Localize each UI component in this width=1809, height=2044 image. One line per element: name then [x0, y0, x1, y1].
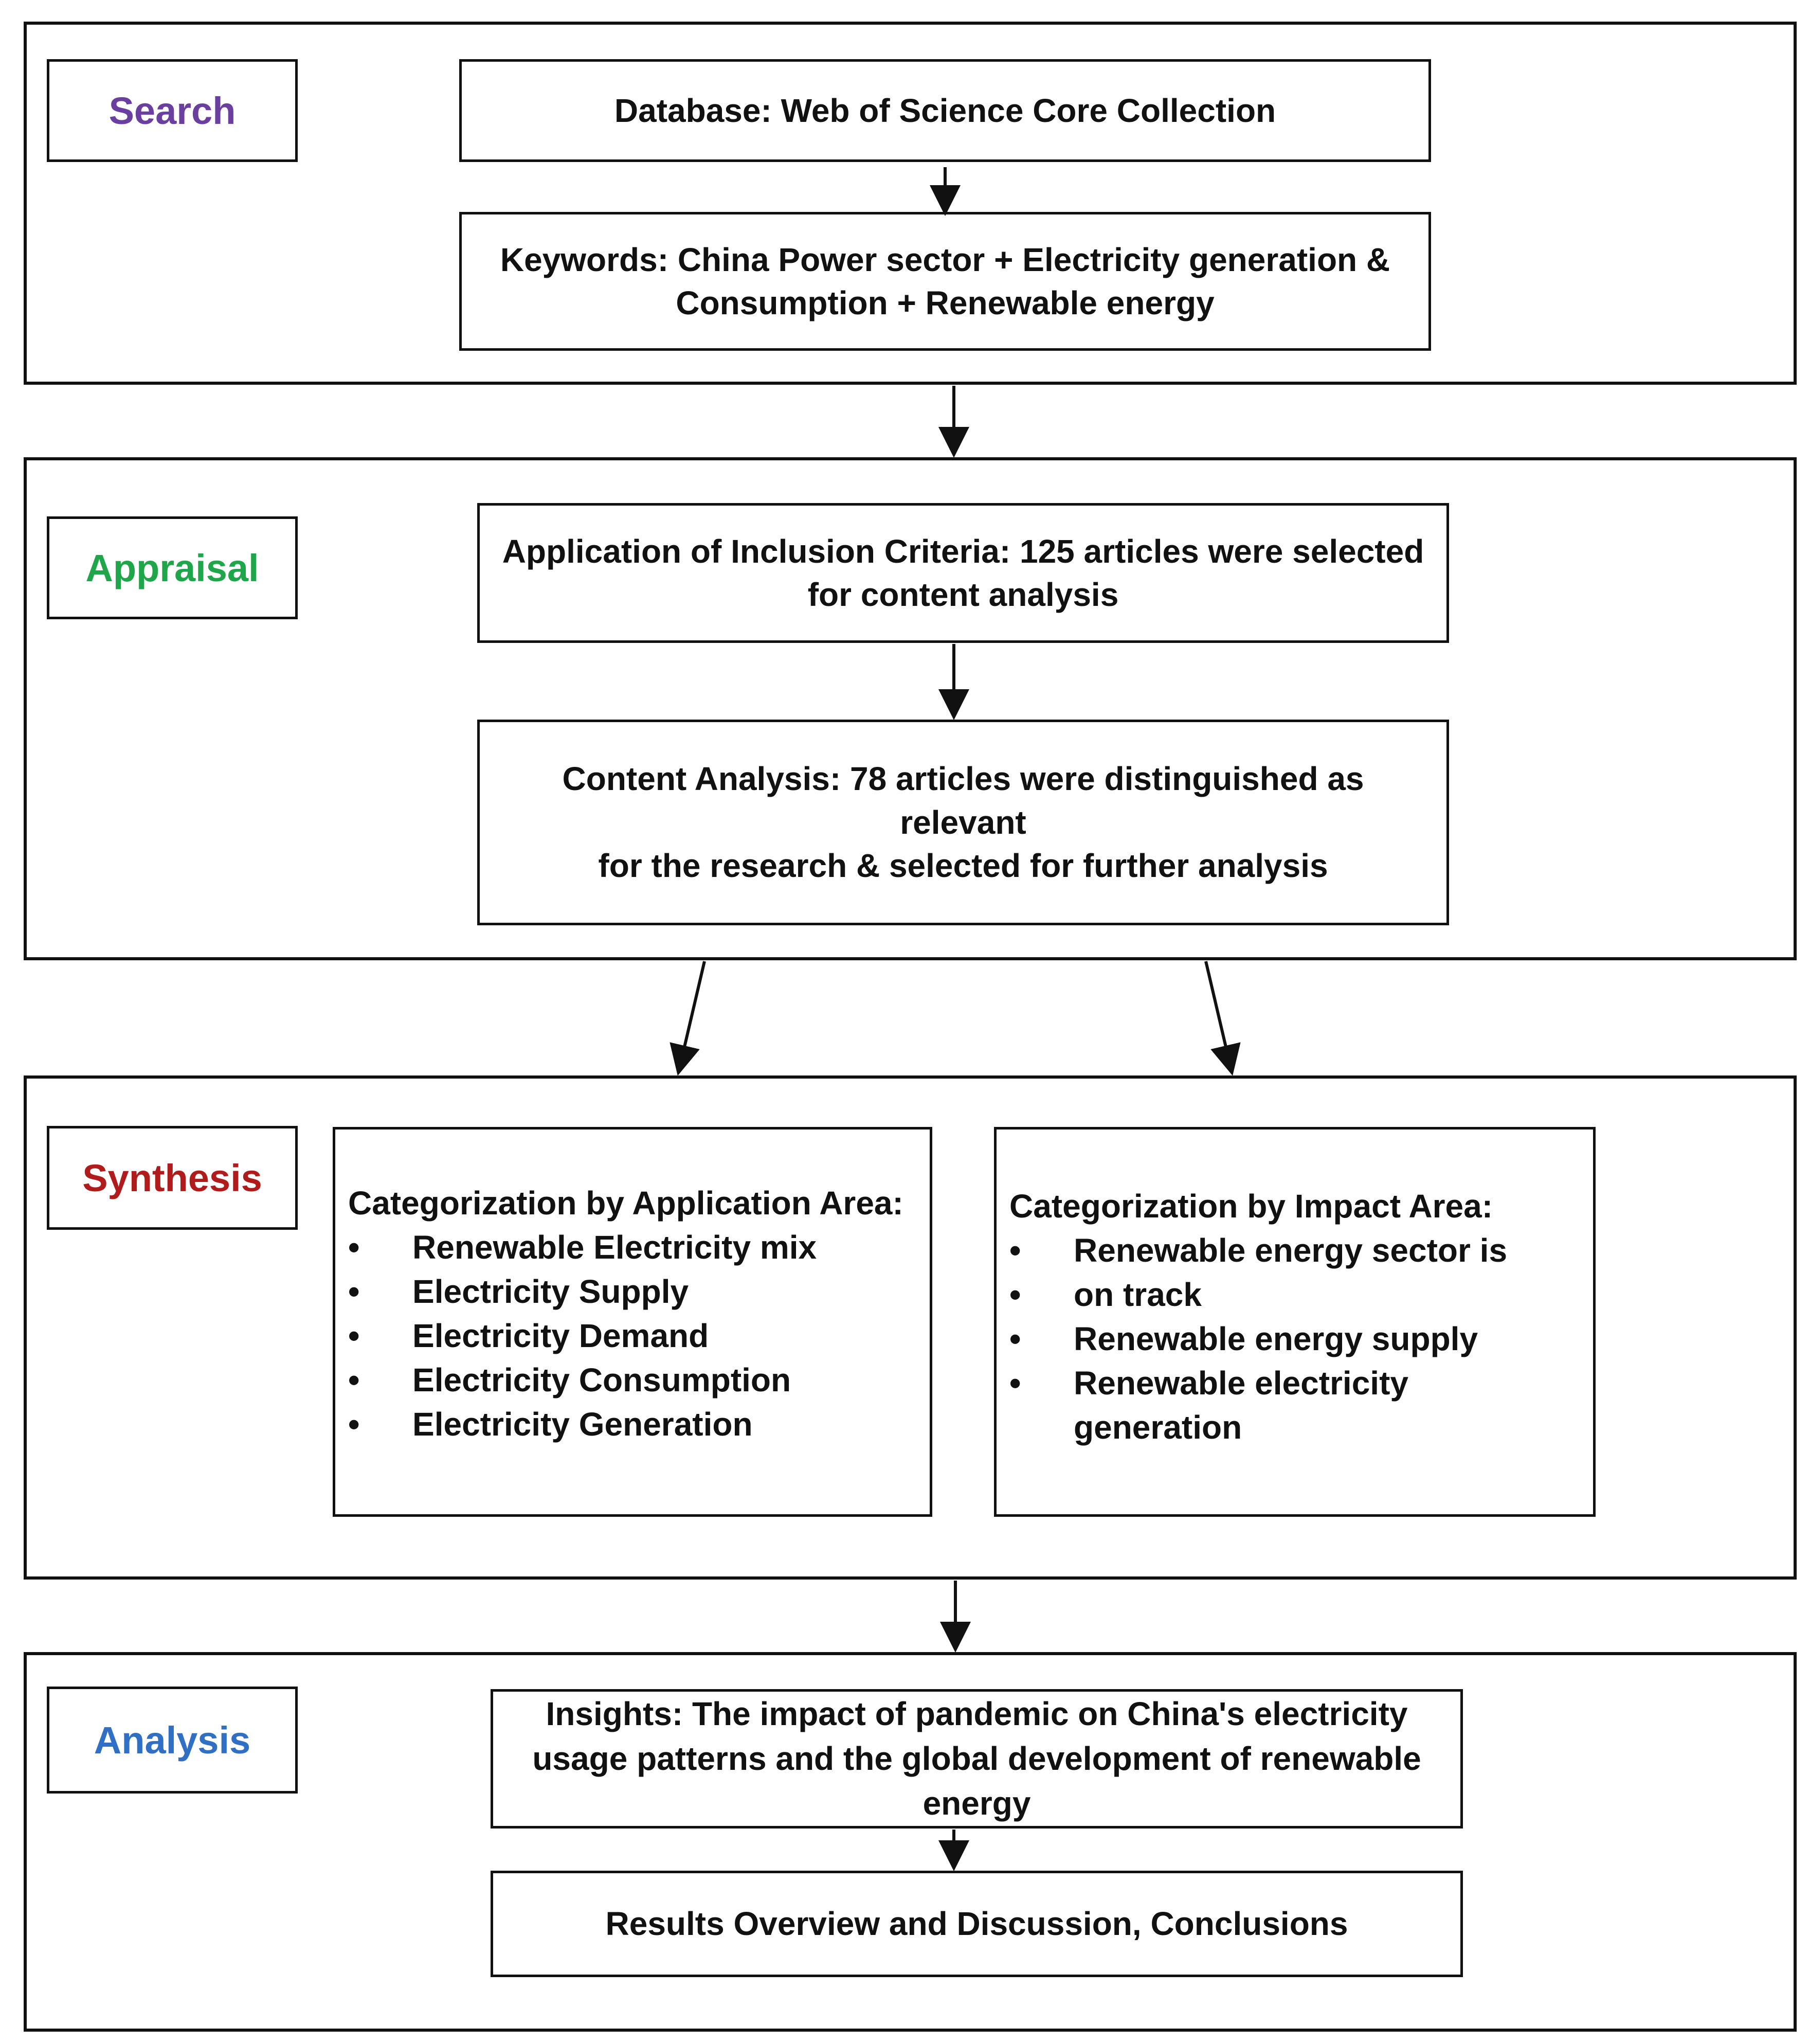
bullet-icon: •: [1009, 1232, 1021, 1269]
analysis-stage-label: Analysis: [47, 1687, 298, 1794]
impact-area-item-label: Renewable energy supply: [1074, 1320, 1478, 1357]
database-box: Database: Web of Science Core Collection: [459, 59, 1431, 162]
appraisal-stage-label: Appraisal: [47, 516, 298, 619]
impact-area-item: • Renewable energy sector is: [1009, 1228, 1507, 1272]
database-text: Database: Web of Science Core Collection: [614, 92, 1276, 129]
application-area-heading: Categorization by Application Area:: [348, 1185, 903, 1222]
application-area-item: • Electricity Demand: [348, 1314, 817, 1358]
analysis-stage-text: Analysis: [94, 1718, 251, 1762]
inclusion-line-1: Application of Inclusion Criteria: 125 a…: [502, 532, 1424, 570]
search-stage-text: Search: [108, 89, 236, 132]
synthesis-stage-label: Synthesis: [47, 1126, 298, 1230]
bullet-icon: •: [348, 1317, 360, 1354]
insights-box: Insights: The impact of pandemic on Chin…: [491, 1689, 1463, 1828]
impact-area-item: • on track: [1009, 1272, 1507, 1317]
insights-line-2: usage patterns and the global developmen…: [532, 1740, 1421, 1777]
appraisal-stage-text: Appraisal: [85, 546, 259, 589]
bullet-icon: •: [348, 1273, 360, 1310]
arrow-appraisal-to-application: [670, 961, 706, 1076]
impact-area-item-label: Renewable energy sector is: [1074, 1232, 1508, 1269]
impact-area-item: generation: [1009, 1405, 1507, 1449]
impact-area-item-label: generation: [1074, 1409, 1242, 1446]
synthesis-stage-text: Synthesis: [82, 1156, 262, 1199]
keywords-line-1: Keywords: China Power sector + Electrici…: [500, 241, 1390, 278]
impact-area-item: • Renewable energy supply: [1009, 1317, 1507, 1361]
application-area-item-label: Electricity Supply: [412, 1273, 689, 1310]
arrow-appraisal-to-impact: [1204, 961, 1241, 1076]
application-area-item-label: Electricity Demand: [412, 1317, 709, 1354]
content-analysis-box: Content Analysis: 78 articles were disti…: [477, 720, 1449, 925]
impact-area-item-label: Renewable electricity: [1074, 1365, 1408, 1402]
results-text: Results Overview and Discussion, Conclus…: [605, 1905, 1348, 1943]
inclusion-criteria-box: Application of Inclusion Criteria: 125 a…: [477, 503, 1449, 643]
impact-area-item-label: on track: [1074, 1276, 1202, 1313]
bullet-icon: •: [1009, 1365, 1021, 1402]
content-line-2: for the research & selected for further …: [598, 847, 1328, 885]
application-area-item: • Renewable Electricity mix: [348, 1225, 817, 1269]
application-area-list: • Renewable Electricity mix • Electricity …: [348, 1225, 817, 1446]
search-stage-label: Search: [47, 59, 298, 162]
insights-line-1: Insights: The impact of pandemic on Chin…: [546, 1695, 1408, 1732]
impact-area-heading: Categorization by Impact Area:: [1009, 1188, 1493, 1225]
application-area-item-label: Renewable Electricity mix: [412, 1229, 817, 1266]
keywords-box: Keywords: China Power sector + Electrici…: [459, 212, 1431, 351]
application-area-box: Categorization by Application Area: • Ren…: [333, 1127, 932, 1517]
bullet-icon: •: [348, 1229, 360, 1266]
bullet-icon: •: [1009, 1276, 1021, 1313]
application-area-item-label: Electricity Generation: [412, 1406, 753, 1443]
results-box: Results Overview and Discussion, Conclus…: [491, 1871, 1463, 1977]
application-area-item: • Electricity Consumption: [348, 1358, 817, 1402]
insights-line-3: energy: [922, 1785, 1031, 1822]
application-area-item: • Electricity Supply: [348, 1269, 817, 1314]
impact-area-list: • Renewable energy sector is • on track • R…: [1009, 1228, 1507, 1449]
content-line-1: Content Analysis: 78 articles were disti…: [562, 760, 1364, 841]
impact-area-item: • Renewable electricity: [1009, 1361, 1507, 1405]
bullet-icon: •: [348, 1361, 360, 1398]
bullet-icon: •: [1009, 1320, 1021, 1357]
keywords-line-2: Consumption + Renewable energy: [676, 284, 1215, 321]
inclusion-line-2: for content analysis: [807, 576, 1119, 613]
application-area-item-label: Electricity Consumption: [412, 1361, 791, 1398]
bullet-icon: •: [348, 1406, 360, 1443]
impact-area-box: Categorization by Impact Area: • Renewabl…: [994, 1127, 1596, 1517]
application-area-item: • Electricity Generation: [348, 1402, 817, 1446]
